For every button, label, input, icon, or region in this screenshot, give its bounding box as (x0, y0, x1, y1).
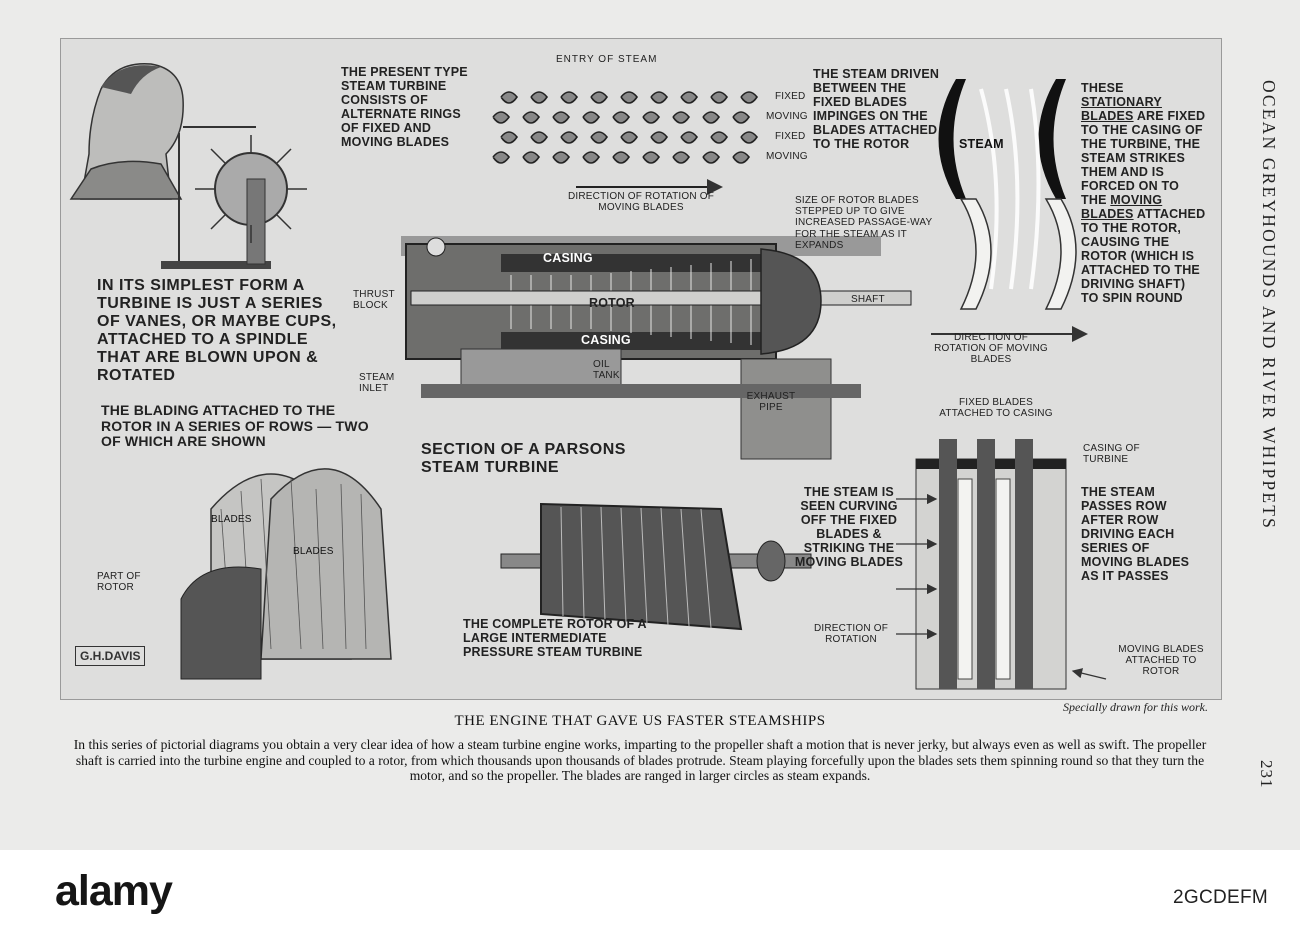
label-row-moving-2: MOVING (766, 151, 808, 162)
label-moving-blades-rotor: MOVING BLADES ATTACHED TO ROTOR (1118, 644, 1204, 678)
label-part-of-rotor: PART OF ROTOR (97, 571, 141, 594)
page-number: 231 (1257, 760, 1276, 789)
label-exhaust-pipe: EXHAUST PIPE (746, 391, 796, 414)
illustration-plate: IN ITS SIMPLEST FORM A TURBINE IS JUST A… (60, 38, 1222, 700)
caption-title: THE ENGINE THAT GAVE US FASTER STEAMSHIP… (454, 713, 826, 729)
label-direction-right: DIRECTION OF ROTATION OF MOVING BLADES (934, 332, 1048, 366)
label-rotor: ROTOR (589, 296, 635, 310)
label-row-moving-1: MOVING (766, 111, 808, 122)
label-casing-of-turbine: CASING OF TURBINE (1083, 443, 1140, 466)
label-section-title: SECTION OF A PARSONS STEAM TURBINE (421, 441, 626, 476)
man-blowing-figure (69, 62, 307, 269)
complete-rotor-drawing (500, 502, 812, 631)
book-page: IN ITS SIMPLEST FORM A TURBINE IS JUST A… (0, 0, 1300, 850)
rotor-blading-drawing (180, 468, 392, 680)
label-steam-driven: THE STEAM DRIVEN BETWEEN THE FIXED BLADE… (813, 67, 940, 151)
running-head: OCEAN GREYHOUNDS AND RIVER WHIPPETS (1259, 80, 1279, 531)
stationary-moving-blades-diagram (931, 79, 1088, 342)
credit-line: Specially drawn for this work. (1063, 700, 1208, 714)
label-size-rotor-blades: SIZE OF ROTOR BLADES STEPPED UP TO GIVE … (795, 195, 933, 251)
label-entry-of-steam: ENTRY OF STEAM (556, 54, 658, 65)
watermark-bar (0, 850, 1300, 939)
label-steam-passes: THE STEAM PASSES ROW AFTER ROW DRIVING E… (1081, 485, 1190, 583)
label-simplest-turbine: IN ITS SIMPLEST FORM A TURBINE IS JUST A… (97, 277, 337, 384)
label-shaft: SHAFT (851, 294, 885, 305)
label-blading: THE BLADING ATTACHED TO THE ROTOR IN A S… (101, 402, 369, 450)
stationary-post: ATTACHED TO THE ROTOR, CAUSING THE ROTOR… (1081, 207, 1206, 305)
label-row-fixed-2: FIXED (775, 131, 806, 142)
label-row-fixed-1: FIXED (775, 91, 806, 102)
stationary-mid: ARE FIXED TO THE CASING OF THE TURBINE, … (1081, 109, 1206, 207)
blade-rows-diagram (492, 91, 758, 195)
label-present-type: THE PRESENT TYPE STEAM TURBINE CONSISTS … (341, 65, 468, 149)
label-blades-1: BLADES (211, 514, 252, 525)
caption-body: In this series of pictorial diagrams you… (73, 737, 1207, 784)
moving-blades-underlined: MOVING BLADES (1081, 193, 1163, 221)
watermark-logo: alamy (55, 867, 173, 915)
label-direction-of-rotation: DIRECTION OF ROTATION (813, 623, 889, 646)
watermark-image-id: 2GCDEFM (1173, 887, 1268, 908)
label-steam-curving: THE STEAM IS SEEN CURVING OFF THE FIXED … (794, 485, 904, 569)
label-thrust-block: THRUST BLOCK (353, 289, 395, 312)
label-fixed-blades-casing: FIXED BLADES ATTACHED TO CASING (939, 397, 1053, 420)
label-stationary-blades-note: THESE STATIONARY BLADES ARE FIXED TO THE… (1081, 81, 1206, 305)
stationary-pre: THESE (1081, 81, 1124, 95)
label-blades-2: BLADES (293, 546, 334, 557)
label-casing-bottom: CASING (581, 333, 631, 347)
artist-signature: G.H.DAVIS (75, 646, 146, 666)
label-direction-moving-blades: DIRECTION OF ROTATION OF MOVING BLADES (567, 191, 715, 214)
label-casing-top: CASING (543, 251, 593, 265)
label-oil-tank: OIL TANK (593, 359, 620, 382)
steam-passes-rows-drawing (896, 439, 1107, 690)
label-steam-inlet: STEAM INLET (359, 372, 395, 395)
turbine-illustration (69, 62, 1107, 690)
stationary-blades-underlined: STATIONARY BLADES (1081, 95, 1162, 123)
label-steam-word: STEAM (959, 137, 1004, 151)
turbine-section-drawing (401, 236, 912, 460)
label-complete-rotor: THE COMPLETE ROTOR OF A LARGE INTERMEDIA… (463, 617, 647, 659)
